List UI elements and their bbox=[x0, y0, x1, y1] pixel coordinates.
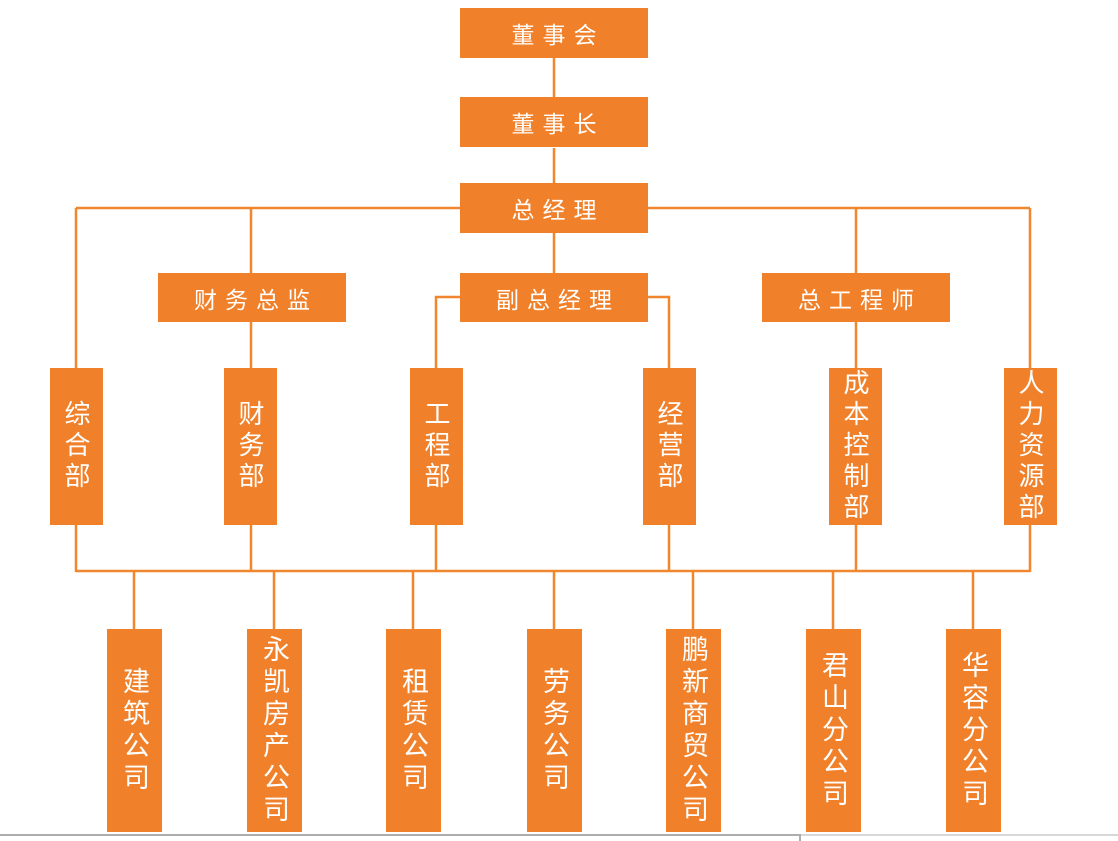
node-finance-director: 财务总监 bbox=[158, 273, 346, 322]
node-dept-human-resources-label: 人力资源部 bbox=[1015, 369, 1045, 524]
node-company-junshan-branch: 君山分公司 bbox=[806, 629, 861, 832]
node-dept-finance: 财务部 bbox=[224, 368, 277, 525]
node-company-huarong-branch: 华容分公司 bbox=[946, 629, 1001, 832]
node-company-pengxin-trading: 鹏新商贸公司 bbox=[666, 629, 721, 832]
node-chief-engineer: 总工程师 bbox=[762, 273, 950, 322]
node-dept-human-resources: 人力资源部 bbox=[1004, 368, 1057, 525]
node-company-junshan-branch-label: 君山分公司 bbox=[818, 650, 848, 811]
page-divider-right bbox=[800, 834, 1118, 836]
node-dept-engineering: 工程部 bbox=[410, 368, 463, 525]
node-board: 董事会 bbox=[460, 8, 648, 58]
node-dept-engineering-label: 工程部 bbox=[421, 400, 451, 493]
node-general-manager-label: 总经理 bbox=[511, 197, 605, 223]
node-general-manager: 总经理 bbox=[460, 183, 648, 233]
page-divider-notch bbox=[799, 834, 801, 841]
node-dept-cost-control: 成本控制部 bbox=[829, 368, 882, 525]
node-deputy-general-manager: 副总经理 bbox=[460, 273, 648, 322]
node-company-labor-services: 劳务公司 bbox=[527, 629, 582, 832]
node-dept-cost-control-label: 成本控制部 bbox=[840, 369, 870, 524]
node-board-label: 董事会 bbox=[511, 22, 605, 48]
node-chief-engineer-label: 总工程师 bbox=[798, 286, 922, 313]
node-company-construction-label: 建筑公司 bbox=[119, 666, 149, 795]
page-divider-left bbox=[0, 834, 800, 836]
node-dept-general-label: 综合部 bbox=[61, 400, 91, 493]
node-company-yongkai-realty-label: 永凯房产公司 bbox=[259, 634, 289, 827]
node-dept-general: 综合部 bbox=[50, 368, 103, 525]
node-finance-director-label: 财务总监 bbox=[194, 286, 318, 313]
node-dept-finance-label: 财务部 bbox=[235, 400, 265, 493]
node-company-leasing-label: 租赁公司 bbox=[398, 666, 428, 795]
node-company-pengxin-trading-label: 鹏新商贸公司 bbox=[678, 634, 708, 827]
node-chairman: 董事长 bbox=[460, 97, 648, 147]
node-company-yongkai-realty: 永凯房产公司 bbox=[247, 629, 302, 832]
node-deputy-general-manager-label: 副总经理 bbox=[496, 286, 620, 313]
node-chairman-label: 董事长 bbox=[511, 111, 605, 137]
node-company-huarong-branch-label: 华容分公司 bbox=[958, 650, 988, 811]
node-company-leasing: 租赁公司 bbox=[386, 629, 441, 832]
page-divider bbox=[0, 834, 1118, 841]
node-company-labor-services-label: 劳务公司 bbox=[539, 666, 569, 795]
node-dept-operations-label: 经营部 bbox=[654, 400, 684, 493]
node-dept-operations: 经营部 bbox=[643, 368, 696, 525]
node-company-construction: 建筑公司 bbox=[107, 629, 162, 832]
